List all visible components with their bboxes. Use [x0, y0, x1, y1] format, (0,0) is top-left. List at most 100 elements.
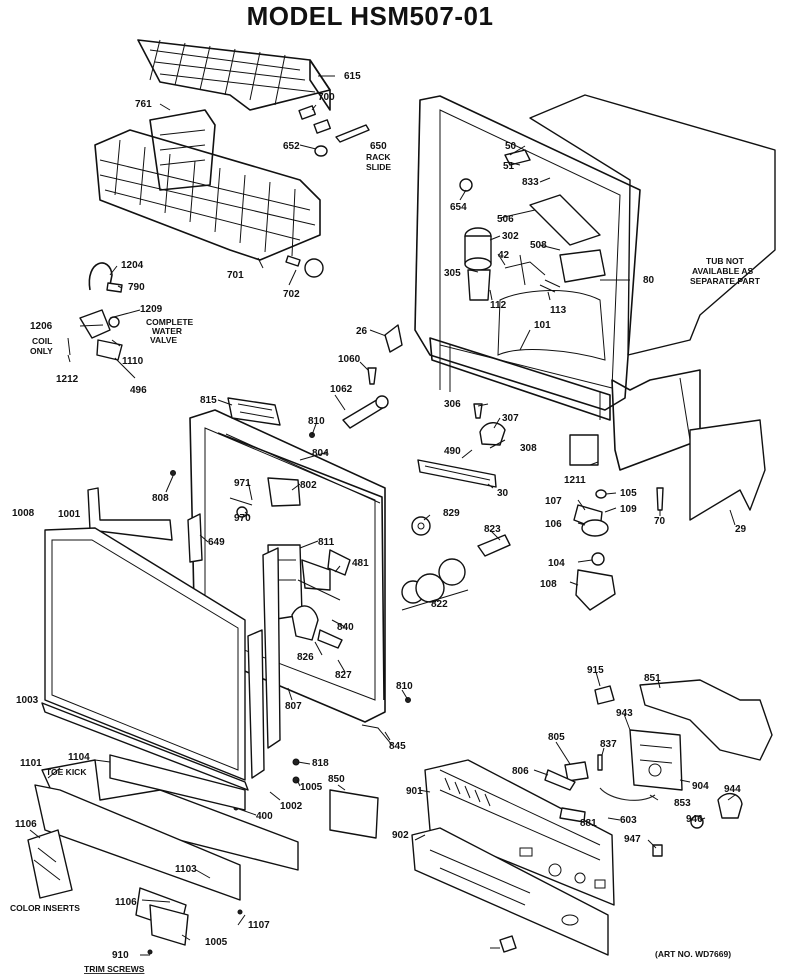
part-label: 815	[200, 395, 217, 406]
part-label: 840	[337, 622, 354, 633]
tub-note-line: AVAILABLE AS	[692, 266, 754, 276]
part-label: 808	[152, 493, 169, 504]
part-label: 845	[389, 741, 406, 752]
part-label: 947	[624, 834, 641, 845]
part-label: 1062	[330, 384, 353, 395]
part-labels: 615 700 761 652 650 50 51 833 654 506 30…	[12, 71, 747, 961]
sump-parts	[342, 324, 664, 611]
part-label: 1002	[280, 801, 303, 812]
toe-kick-note: TOE KICK	[46, 767, 87, 777]
part-label: 1206	[30, 321, 53, 332]
part-label: 971	[234, 478, 251, 489]
part-label: 702	[283, 289, 300, 300]
part-label: 305	[444, 268, 461, 279]
part-label: 851	[644, 673, 661, 684]
part-label: 506	[497, 214, 514, 225]
valve-note-line: VALVE	[150, 335, 177, 345]
leader-lines	[29, 75, 736, 956]
part-label: 1003	[16, 695, 39, 706]
part-label: 481	[352, 558, 369, 569]
part-label: 910	[112, 950, 129, 961]
door-side-rail	[247, 629, 265, 779]
part-label: 818	[312, 758, 329, 769]
part-label: 400	[256, 811, 273, 822]
part-label: 1110	[122, 356, 144, 367]
part-label: 113	[550, 305, 567, 316]
part-label: 654	[450, 202, 467, 213]
part-label: 833	[522, 177, 539, 188]
part-label: 1005	[300, 782, 323, 793]
part-label: 804	[312, 448, 329, 459]
latch-cable	[361, 724, 393, 746]
part-label: 1106	[15, 819, 37, 830]
part-label: 496	[130, 385, 147, 396]
part-label: 1008	[12, 508, 35, 519]
control-panel	[411, 759, 615, 956]
part-label: 806	[512, 766, 529, 777]
part-label: 946	[686, 814, 703, 825]
part-label: 826	[297, 652, 314, 663]
part-label: 790	[128, 282, 145, 293]
rack-slide-note-line: SLIDE	[366, 162, 391, 172]
color-inserts-note: COLOR INSERTS	[10, 903, 80, 913]
part-label: 101	[534, 320, 551, 331]
part-label: 881	[580, 818, 597, 829]
part-label: 901	[406, 786, 423, 797]
part-label: 761	[135, 99, 152, 110]
part-label: 827	[335, 670, 352, 681]
part-label: 652	[283, 141, 300, 152]
valve-note-line: COMPLETE	[146, 317, 194, 327]
part-label: 649	[208, 537, 225, 548]
tub-note-line: SEPARATE PART	[690, 276, 761, 286]
part-label: 943	[616, 708, 633, 719]
lower-rack	[94, 109, 321, 261]
part-label: 490	[444, 446, 461, 457]
part-label: 1212	[56, 374, 79, 385]
part-label: 306	[444, 399, 461, 410]
part-label: 853	[674, 798, 691, 809]
part-label: 1106	[115, 897, 137, 908]
part-label: 112	[490, 300, 507, 311]
part-label: 944	[724, 784, 741, 795]
part-label: 810	[396, 681, 413, 692]
part-label: 1005	[205, 937, 228, 948]
rack-slide-note-line: RACK	[366, 152, 391, 162]
pump-assembly	[401, 516, 511, 611]
part-label: 829	[443, 508, 460, 519]
part-label: 26	[356, 326, 368, 337]
part-label: 508	[530, 240, 547, 251]
part-label: 904	[692, 781, 709, 792]
part-label: 109	[620, 504, 637, 515]
part-label: 810	[308, 416, 325, 427]
part-label: 1001	[58, 509, 81, 520]
part-label: 108	[540, 579, 557, 590]
screws	[147, 432, 411, 955]
part-label: 615	[344, 71, 361, 82]
part-label: 106	[545, 519, 562, 530]
part-label: 837	[600, 739, 617, 750]
tub	[414, 94, 776, 471]
side-panel	[689, 419, 766, 521]
part-label: 1204	[121, 260, 144, 271]
hinge-bracket	[187, 513, 203, 563]
part-label: 1060	[338, 354, 361, 365]
part-label: 802	[300, 480, 317, 491]
water-valve	[67, 262, 123, 361]
part-label: 107	[545, 496, 562, 507]
trim-screws-note: TRIM SCREWS	[84, 964, 145, 974]
rack-small-parts	[285, 105, 370, 278]
part-label: 80	[643, 275, 655, 286]
valve-note-line: WATER	[152, 326, 182, 336]
part-label: 603	[620, 815, 637, 826]
part-label: 1209	[140, 304, 163, 315]
outer-door-panel	[41, 527, 249, 791]
part-label: 823	[484, 524, 501, 535]
part-label: 302	[502, 231, 519, 242]
upper-rack	[137, 39, 331, 111]
part-label: 50	[505, 141, 517, 152]
tub-note-line: TUB NOT	[706, 256, 745, 266]
part-label: 811	[318, 537, 335, 548]
part-label: 850	[328, 774, 345, 785]
part-label: 1103	[175, 864, 197, 875]
part-label: 915	[587, 665, 604, 676]
